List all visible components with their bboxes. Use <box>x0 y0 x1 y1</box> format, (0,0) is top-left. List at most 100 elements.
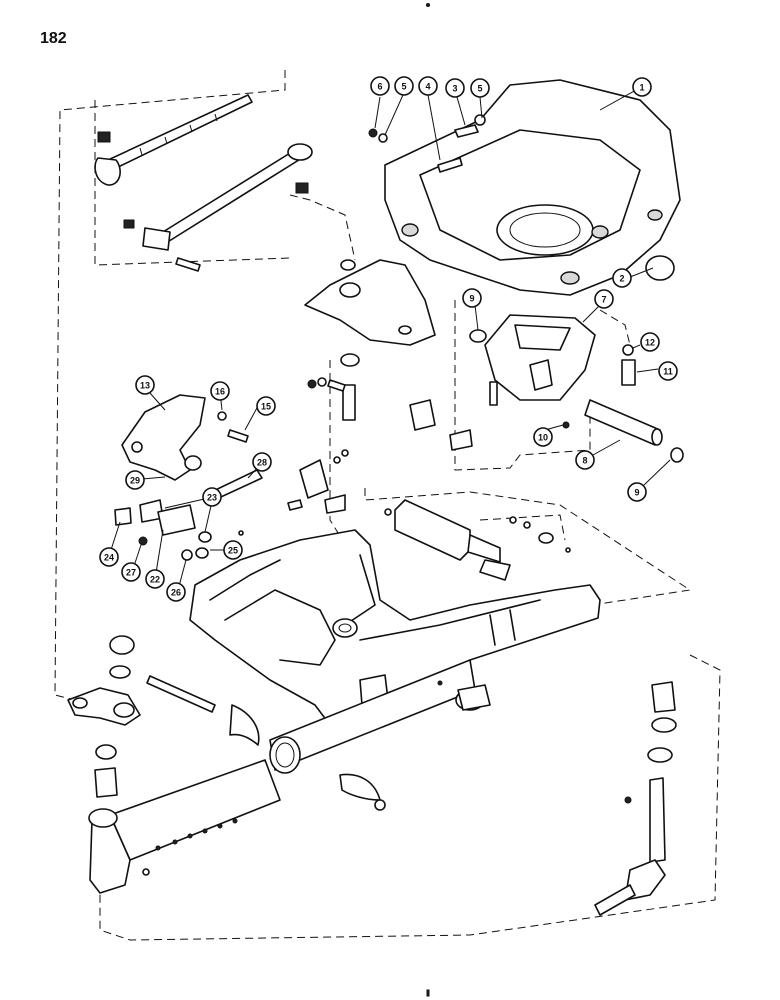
pivot-block <box>157 504 196 536</box>
callout-6: 6 <box>370 76 390 96</box>
cap-screw <box>114 507 132 526</box>
thrust-washer <box>95 744 117 760</box>
callout-28: 28 <box>252 452 272 472</box>
bushing <box>94 767 118 798</box>
snap-ring <box>469 329 487 343</box>
bolt <box>175 257 201 272</box>
callout-label: 13 <box>140 381 150 391</box>
axle-frame <box>189 529 601 774</box>
ball-joint <box>287 143 313 161</box>
callout-label: 23 <box>207 493 217 503</box>
callout-label: 24 <box>104 553 114 563</box>
nut <box>368 128 378 138</box>
thrust-washer <box>651 717 677 733</box>
nut <box>123 219 135 229</box>
callout-label: 4 <box>425 82 430 92</box>
cylinder-rod-end <box>479 559 511 581</box>
right-spindle <box>594 681 677 916</box>
tie-rod-lower <box>149 149 303 249</box>
steering-arm-left <box>67 635 216 726</box>
callout-label: 8 <box>582 456 587 466</box>
nut <box>97 131 111 143</box>
steering-bracket <box>304 259 436 421</box>
callout-5b: 5 <box>470 78 490 98</box>
bolt <box>437 157 463 173</box>
callout-label: 16 <box>215 387 225 397</box>
bushing <box>195 547 209 559</box>
washer <box>181 549 193 561</box>
washer <box>474 114 486 126</box>
callout-label: 27 <box>126 568 136 578</box>
callout-label: 5 <box>401 82 406 92</box>
spacer <box>340 353 360 367</box>
nut <box>295 182 309 194</box>
spindle-shaft <box>649 777 666 863</box>
callout-label: 5 <box>477 84 482 94</box>
callout-label: 9 <box>634 488 639 498</box>
stop-blocks <box>229 704 386 811</box>
washer <box>622 344 634 356</box>
bolt <box>489 381 498 406</box>
tie-rod-assembly <box>94 94 313 272</box>
tie-rod-clamp <box>142 227 171 251</box>
washer <box>378 133 388 143</box>
callout-label: 11 <box>663 367 673 377</box>
callout-1: 1 <box>632 77 652 97</box>
bushing <box>198 531 212 543</box>
callout-2: 2 <box>612 268 632 288</box>
callout-9a: 9 <box>462 288 482 308</box>
callout-label: 10 <box>538 433 548 443</box>
tie-rod-upper <box>107 94 253 171</box>
hose-clamps <box>287 399 473 514</box>
callout-23a: 23 <box>202 487 222 507</box>
callout-12: 12 <box>640 332 660 352</box>
front-support-housing <box>368 79 681 296</box>
snap-ring <box>670 447 684 463</box>
callout-16: 16 <box>210 381 230 401</box>
callout-label: 15 <box>261 402 271 412</box>
pin <box>342 384 356 421</box>
tie-rod-end-left <box>94 157 121 186</box>
callout-label: 26 <box>171 588 181 598</box>
callout-25: 25 <box>223 540 243 560</box>
callout-27: 27 <box>121 562 141 582</box>
scan-mark <box>426 3 430 7</box>
callout-29: 29 <box>125 470 145 490</box>
plug <box>645 255 675 281</box>
callout-label: 22 <box>150 575 160 585</box>
callout-4: 4 <box>418 76 438 96</box>
bushing <box>340 259 356 271</box>
callout-label: 6 <box>377 82 382 92</box>
seal <box>647 747 673 763</box>
washer <box>217 411 227 421</box>
callout-3: 3 <box>445 78 465 98</box>
washer <box>109 665 131 679</box>
fitting <box>562 421 570 429</box>
axle-beam-bore <box>269 736 301 774</box>
left-axle-extension <box>88 744 281 894</box>
nut <box>307 379 317 389</box>
callout-label: 29 <box>130 476 140 486</box>
steering-cylinder <box>384 499 571 581</box>
bushing <box>651 681 676 713</box>
cap-screw <box>621 359 636 386</box>
callout-22: 22 <box>145 569 165 589</box>
callout-label: 2 <box>619 274 624 284</box>
callout-15: 15 <box>256 396 276 416</box>
pivot-bore <box>332 618 358 638</box>
bolt <box>327 379 346 392</box>
bearing-housing <box>469 314 684 463</box>
callout-13: 13 <box>135 375 155 395</box>
callout-7: 7 <box>594 289 614 309</box>
callout-5a: 5 <box>394 76 414 96</box>
page-number: 182 <box>40 30 67 47</box>
bolt <box>454 124 479 138</box>
pivot-pin <box>584 399 661 446</box>
callout-label: 25 <box>228 546 238 556</box>
scan-mark <box>426 989 430 997</box>
callout-8: 8 <box>575 450 595 470</box>
callout-11: 11 <box>658 361 678 381</box>
callout-label: 1 <box>639 83 644 93</box>
long-bolt <box>146 675 216 713</box>
